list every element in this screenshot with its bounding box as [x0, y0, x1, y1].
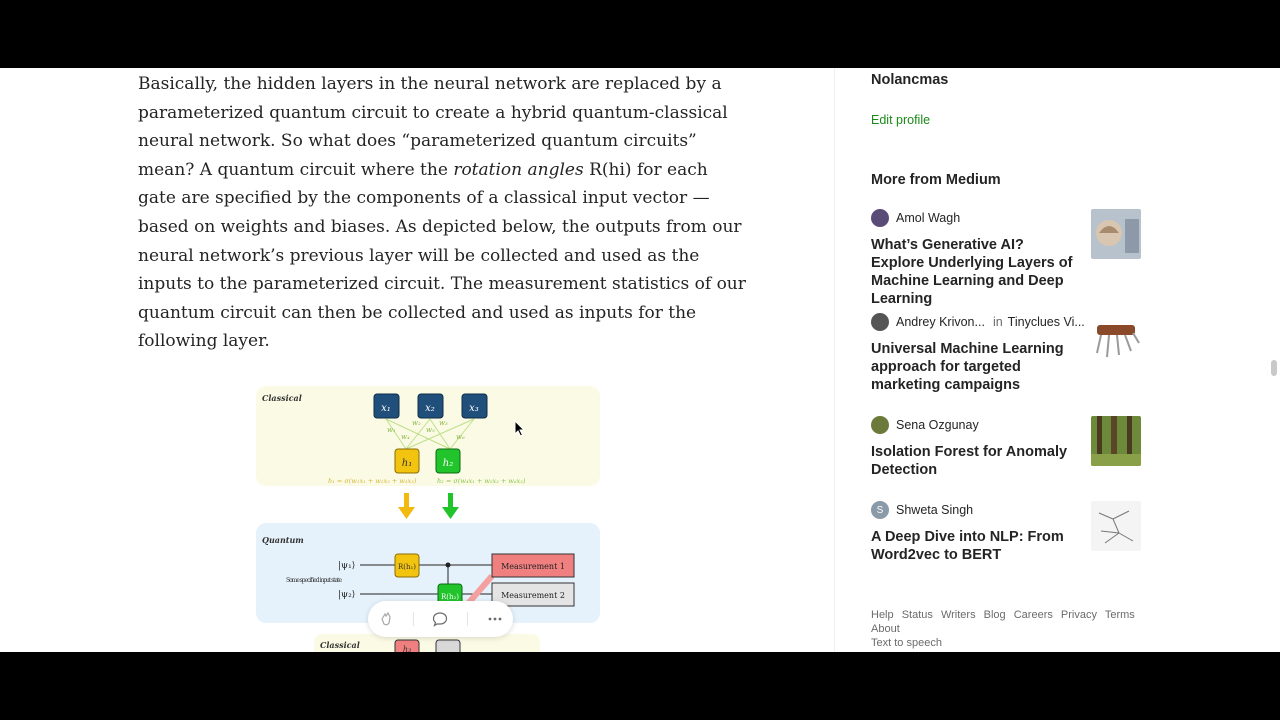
- psi1-label: |ψ₁⟩: [338, 561, 355, 571]
- gate1-label: R(h₁): [398, 563, 416, 571]
- footer-careers[interactable]: Careers: [1013, 609, 1053, 621]
- w6-label: w₆: [456, 433, 465, 441]
- mouse-cursor-icon: [514, 420, 526, 437]
- footer-privacy[interactable]: Privacy: [1060, 609, 1097, 621]
- story-thumbnail[interactable]: [1091, 416, 1141, 466]
- story-title[interactable]: What’s Generative AI? Explore Underlying…: [871, 237, 1073, 307]
- gate1-box: [394, 553, 420, 578]
- clap-icon[interactable]: [376, 609, 396, 629]
- article-body: Basically, the hidden layers in the neur…: [138, 68, 748, 356]
- author-name: Shweta Singh: [896, 503, 974, 517]
- story-author[interactable]: Andrey Krivon... in Tinyclues Vi...: [871, 313, 1141, 331]
- w5-label: w₅: [426, 426, 435, 434]
- story-title[interactable]: A Deep Dive into NLP: From Word2vec to B…: [871, 529, 1064, 563]
- author-name: Amol Wagh: [896, 211, 961, 225]
- down-arrows: [398, 493, 459, 519]
- story-item[interactable]: Sena Ozgunay Isolation Forest for Anomal…: [871, 416, 1141, 479]
- footer-status[interactable]: Status: [901, 609, 933, 621]
- x1-node: x₁: [381, 403, 391, 414]
- eq1-text: h₁ = σ(w₁x₁ + w₂x₂ + w₃x₃): [328, 477, 417, 485]
- x2-node: x₂: [425, 403, 435, 414]
- hidden-nodes: h₁ h₂: [394, 448, 461, 474]
- edit-profile-link[interactable]: Edit profile: [871, 113, 931, 127]
- control-dot: [445, 562, 451, 568]
- bottom-node-red: [394, 639, 420, 652]
- rotation-angles-emphasis: rotation angles: [453, 159, 584, 180]
- w3-label: w₃: [439, 419, 448, 427]
- story-item[interactable]: Amol Wagh What’s Generative AI? Explore …: [871, 209, 1141, 308]
- footer-terms[interactable]: Terms: [1104, 609, 1135, 621]
- more-icon[interactable]: [485, 609, 505, 629]
- comment-icon[interactable]: [430, 609, 450, 629]
- story-author[interactable]: Sena Ozgunay: [871, 416, 1141, 434]
- story-author[interactable]: Amol Wagh: [871, 209, 1141, 227]
- gate2-label: R(h₂): [441, 593, 459, 601]
- footer-blog[interactable]: Blog: [983, 609, 1006, 621]
- story-author[interactable]: S Shweta Singh: [871, 501, 1141, 519]
- classical-label: Classical: [262, 393, 302, 403]
- h1-node: h₁: [402, 458, 412, 469]
- footer-help[interactable]: Help: [871, 609, 894, 621]
- avatar: [871, 209, 889, 227]
- paragraph-text-1: Basically, the hidden layers in the neur…: [138, 74, 728, 180]
- medium-page: Basically, the hidden layers in the neur…: [0, 68, 1280, 652]
- more-from-medium-heading: More from Medium: [871, 172, 1001, 188]
- sidebar-footer: Help Status Writers Blog Careers Privacy…: [871, 608, 1141, 650]
- publication-name[interactable]: Tinyclues Vi...: [1007, 315, 1085, 329]
- profile-username[interactable]: Nolancmas: [871, 72, 949, 88]
- measurement2-label: Measurement 2: [501, 591, 565, 600]
- sidebar-divider: [834, 68, 835, 652]
- scrollbar-thumb[interactable]: [1271, 360, 1277, 376]
- avatar-initial: S: [876, 504, 884, 516]
- eq2-text: h₂ = σ(w₄x₁ + w₅x₂ + w₆x₃): [437, 477, 526, 485]
- action-separator: [412, 612, 414, 626]
- x3-node: x₃: [469, 403, 479, 414]
- floating-action-bar: [368, 601, 513, 637]
- qubit-wires: [360, 564, 492, 595]
- w2-label: w₂: [412, 419, 421, 427]
- psi2-label: |ψ₂⟩: [338, 590, 355, 600]
- story-thumbnail[interactable]: [1091, 313, 1141, 363]
- quantum-label: Quantum: [262, 535, 304, 545]
- input-nodes: x₁ x₂ x₃: [373, 393, 488, 419]
- story-item[interactable]: S Shweta Singh A Deep Dive into NLP: Fro…: [871, 501, 1141, 564]
- bottom-node-label: h₃: [403, 645, 411, 652]
- w1-label: w₁: [387, 426, 396, 434]
- paragraph-text-2: R(hi) for each gate are specified by the…: [138, 159, 746, 352]
- measurement1-label: Measurement 1: [501, 562, 565, 571]
- h2-node: h₂: [443, 458, 453, 469]
- story-item[interactable]: Andrey Krivon... in Tinyclues Vi... Univ…: [871, 313, 1141, 394]
- story-title[interactable]: Universal Machine Learning approach for …: [871, 341, 1064, 393]
- story-thumbnail[interactable]: [1091, 501, 1141, 551]
- article-paragraph: Basically, the hidden layers in the neur…: [138, 68, 748, 356]
- story-title[interactable]: Isolation Forest for Anomaly Detection: [871, 444, 1068, 478]
- measurement1-box: [491, 553, 575, 578]
- avatar: S: [871, 501, 889, 519]
- classical-region: [256, 386, 600, 486]
- author-name: Andrey Krivon...: [896, 315, 985, 329]
- measurement2-box: [491, 582, 575, 607]
- story-thumbnail[interactable]: [1091, 209, 1141, 259]
- classical-label-2: Classical: [320, 640, 360, 650]
- classical-region-2: [314, 634, 540, 652]
- author-name: Sena Ozgunay: [896, 418, 979, 432]
- weight-lines: [385, 418, 475, 450]
- avatar: [871, 416, 889, 434]
- avatar: [871, 313, 889, 331]
- footer-text-to-speech[interactable]: Text to speech: [871, 637, 942, 649]
- input-state-label: Some specified input state: [286, 577, 342, 584]
- in-label: in: [992, 315, 1003, 329]
- action-separator: [467, 612, 469, 626]
- footer-about[interactable]: About: [871, 623, 900, 635]
- w4-label: w₄: [401, 433, 410, 441]
- footer-writers[interactable]: Writers: [940, 609, 976, 621]
- bottom-node-gray: [435, 639, 461, 652]
